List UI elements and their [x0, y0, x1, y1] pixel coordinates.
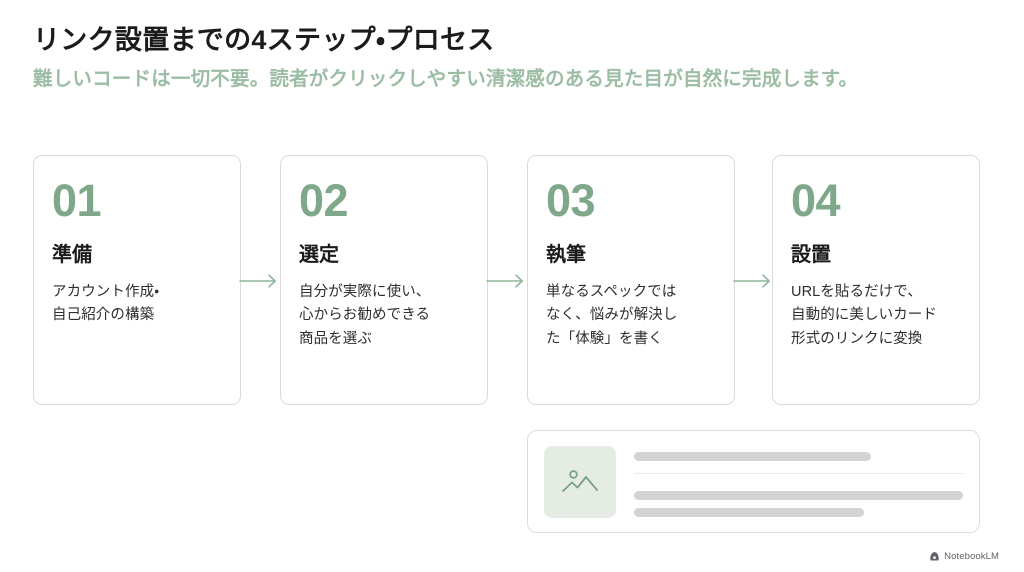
step-card-01[interactable]: 01 準備 アカウント作成・ 自己紹介の構築: [33, 155, 241, 405]
preview-thumbnail: [544, 445, 616, 518]
arrow-right-icon: [733, 273, 777, 289]
step-heading: 設置: [791, 244, 831, 266]
step-card-04[interactable]: 04 設置 URLを貼るだけで、 自動的に美しいカード 形式のリンクに変換: [772, 155, 980, 405]
step-heading: 準備: [52, 244, 92, 266]
step-body: 自分が実際に使い、 心からお勧めできる 商品を選ぶ: [299, 284, 431, 347]
step-body: 単なるスペックでは なく、悩みが解決し た「体験」を書く: [546, 284, 678, 347]
step-number: 01: [52, 175, 102, 226]
step-heading: 選定: [299, 244, 339, 266]
preview-divider: [634, 473, 963, 474]
notebooklm-logo-icon: [930, 552, 939, 561]
preview-skeleton-lines: [634, 446, 963, 518]
skeleton-line-body-1: [634, 491, 963, 500]
watermark: NotebookLM: [929, 551, 999, 562]
skeleton-line-body-2: [634, 508, 865, 517]
step-number: 02: [299, 175, 349, 226]
step-number: 04: [791, 175, 841, 226]
skeleton-line-title: [634, 452, 871, 461]
step-card-02[interactable]: 02 選定 自分が実際に使い、 心からお勧めできる 商品を選ぶ: [280, 155, 488, 405]
step-body: アカウント作成・ 自己紹介の構築: [52, 284, 160, 324]
image-placeholder-icon: [562, 469, 598, 492]
step-card-03[interactable]: 03 執筆 単なるスペックでは なく、悩みが解決し た「体験」を書く: [527, 155, 735, 405]
step-heading: 執筆: [546, 244, 586, 266]
header: リンク設置までの4ステップ・プロセス 難しいコードは一切不要。読者がクリックしや…: [33, 24, 983, 92]
step-body: URLを貼るだけで、 自動的に美しいカード 形式のリンクに変換: [791, 284, 937, 347]
link-preview-card[interactable]: [527, 430, 980, 533]
steps-row: 01 準備 アカウント作成・ 自己紹介の構築 02 選定 自分が実際に使い、 心…: [33, 155, 980, 405]
watermark-label: NotebookLM: [944, 551, 999, 562]
arrow-right-icon: [239, 273, 283, 289]
page-title: リンク設置までの4ステップ・プロセス: [33, 25, 495, 55]
step-number: 03: [546, 175, 596, 226]
page-subtitle: 難しいコードは一切不要。読者がクリックしやすい清潔感のある見た目が自然に完成しま…: [33, 67, 859, 90]
arrow-right-icon: [486, 273, 530, 289]
